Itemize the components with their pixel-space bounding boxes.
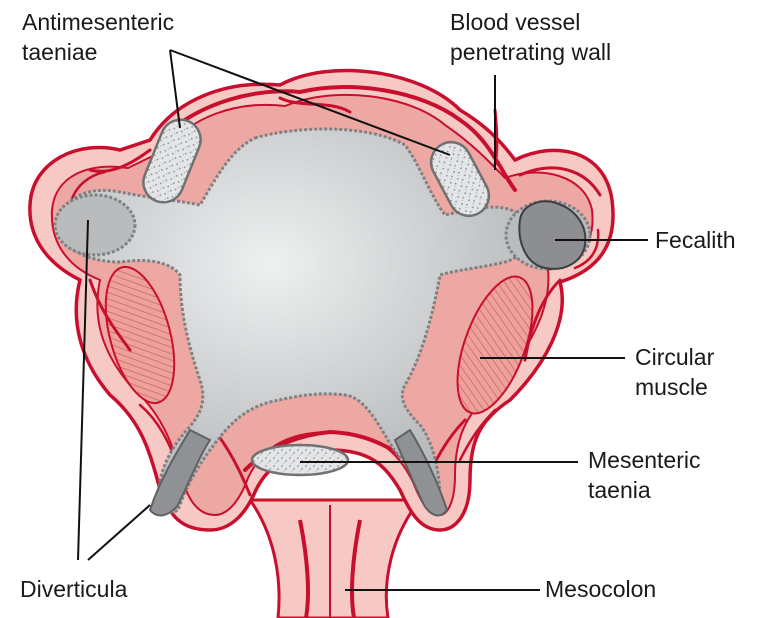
label-blood-vessel: Blood vessel penetrating wall xyxy=(450,9,611,65)
label-antimesenteric-taeniae: Antimesenteric taeniae xyxy=(22,9,181,65)
label-mesenteric-taenia: Mesenteric taenia xyxy=(588,447,707,503)
label-fecalith: Fecalith xyxy=(655,227,736,253)
diverticulum-left xyxy=(55,195,135,255)
label-circular-muscle: Circular muscle xyxy=(635,344,721,400)
mesocolon-stalk xyxy=(250,500,420,618)
label-mesocolon: Mesocolon xyxy=(545,576,656,602)
mesenteric-taenia xyxy=(252,445,348,475)
label-diverticula: Diverticula xyxy=(20,576,128,602)
